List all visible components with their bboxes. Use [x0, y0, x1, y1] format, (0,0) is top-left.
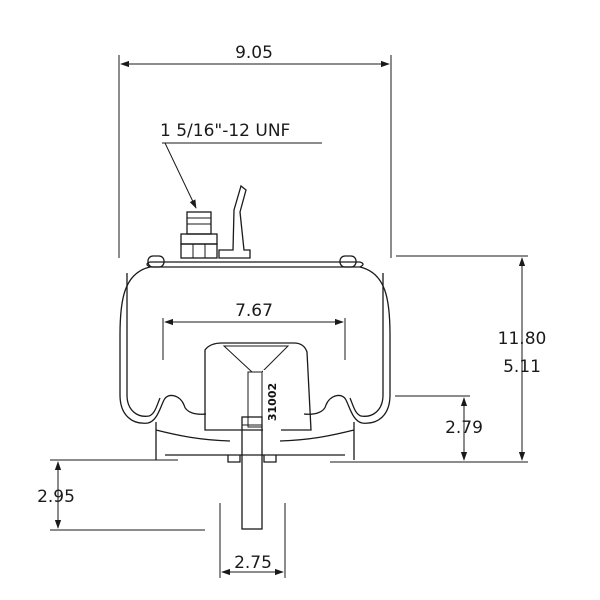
label-overall-width: 9.05: [235, 43, 273, 63]
piston-body: [155, 422, 355, 460]
label-stud-spacing: 2.75: [234, 553, 272, 573]
dim-overall-width: [118, 55, 392, 258]
top-stud-nut: [180, 211, 218, 259]
bellows-outer: [119, 266, 391, 424]
dim-piston-height: [395, 395, 470, 461]
label-piston-height: 2.79: [445, 418, 483, 438]
dim-thread-leader: [162, 142, 322, 209]
label-max-height: 11.80: [498, 329, 547, 349]
label-stud-length: 2.95: [37, 487, 75, 507]
dim-stud-length: [50, 459, 205, 531]
air-fitting-wing: [218, 184, 251, 259]
bottom-stud: [227, 416, 277, 530]
top-bead-plate: [146, 255, 364, 268]
label-inner-width: 7.67: [235, 301, 273, 321]
label-thread-callout: 1 5/16"-12 UNF: [160, 121, 290, 141]
dim-stud-spacing: [219, 503, 286, 578]
label-part-number: 31002: [266, 383, 279, 421]
internal-bumper: [204, 342, 312, 432]
label-min-height: 5.11: [503, 357, 541, 377]
dim-inner-width: [162, 318, 346, 360]
dim-max-height: [330, 255, 528, 463]
